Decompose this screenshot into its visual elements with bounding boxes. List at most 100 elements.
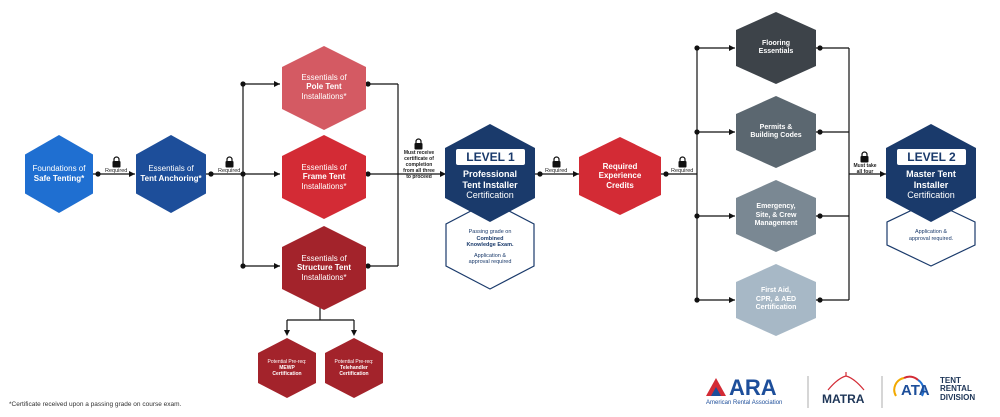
level1-badge: LEVEL 1	[456, 149, 525, 165]
experience-line2: Experience	[598, 171, 642, 181]
pole-line1: Essentials of	[301, 72, 347, 82]
lock-icon-2	[225, 156, 234, 168]
permits-label: Permits & Building Codes	[736, 117, 816, 147]
must-receive-5: to proceed	[406, 174, 432, 180]
hewp-line3: Certification	[272, 371, 302, 377]
hewp-line1: Potential Pre-req:	[267, 359, 307, 365]
must-receive-note: Must receive certificate of completion f…	[398, 150, 440, 180]
level1-note3: Knowledge Exam.	[466, 242, 514, 249]
hewp-label: Potential Pre-req: MEWP Certification	[258, 352, 316, 384]
footnote: *Certificate received upon a passing gra…	[9, 401, 182, 408]
level1-label: Professional Tent Installer Certificatio…	[446, 168, 534, 202]
hex-level2	[886, 124, 976, 222]
required-label-1: Required	[105, 168, 128, 174]
foundations-line1: Foundations of	[32, 164, 86, 174]
required-label-2: Required	[218, 168, 241, 174]
hex-permits	[736, 96, 816, 168]
permits-line1: Permits &	[759, 123, 793, 131]
hex-level1	[445, 124, 535, 222]
foundations-label: Foundations of Safe Tenting*	[25, 154, 93, 194]
level1-note5: approval required	[468, 259, 512, 266]
lock-icon-4	[552, 156, 561, 168]
level1-line3: Certification	[466, 190, 514, 201]
required-label-4: Required	[671, 168, 694, 174]
level2-badge-text: LEVEL 2	[907, 149, 956, 164]
structure-line3: Installations*	[301, 272, 347, 282]
hex-experience	[579, 137, 661, 215]
emergency-line1: Emergency,	[756, 203, 796, 211]
level1-note: Passing grade on Combined Knowledge Exam…	[454, 229, 526, 266]
pole-line2: Pole Tent	[306, 82, 342, 92]
level2-badge-bg	[897, 149, 966, 165]
must-receive-2: certificate of	[404, 156, 434, 162]
emergency-label: Emergency, Site, & Crew Management	[736, 198, 816, 234]
frame-line2: Frame Tent	[302, 172, 346, 182]
flooring-line2: Essentials	[758, 48, 794, 55]
level1-badge-bg	[456, 149, 525, 165]
anchoring-line1: Essentials of	[148, 164, 194, 174]
hex-flooring	[736, 12, 816, 84]
hex-emergency	[736, 180, 816, 252]
firstaid-label: First Aid, CPR, & AED Certification	[736, 282, 816, 318]
arrowheads	[129, 45, 886, 336]
lock-icon-6	[860, 151, 869, 163]
ata-logo-arc	[893, 375, 925, 397]
level2-line2: Installer	[913, 179, 949, 190]
ara-logo-name: ARA	[729, 375, 777, 400]
hex-hewp	[258, 338, 316, 398]
must-receive-3: completion	[405, 162, 433, 168]
ata-line1: TENT	[940, 376, 961, 385]
experience-label: Required Experience Credits	[579, 157, 661, 195]
level2-line3: Certification	[907, 190, 955, 201]
hex-level2-outline	[886, 200, 976, 267]
telehandler-line2: Telehandler	[340, 365, 368, 371]
pole-label: Essentials of Pole Tent Installations*	[282, 64, 366, 110]
matra-tent-icon	[827, 372, 865, 391]
level2-note1: Application &	[914, 229, 948, 235]
must-take-1: Must take	[853, 163, 877, 169]
hex-firstaid	[736, 264, 816, 336]
level1-note4: Application &	[473, 252, 507, 259]
experience-line3: Credits	[606, 180, 634, 190]
lock-icon-1	[112, 156, 121, 168]
ata-line3: DIVISION	[940, 392, 976, 402]
frame-label: Essentials of Frame Tent Installations*	[282, 154, 366, 200]
firstaid-line2: CPR, & AED	[755, 295, 797, 303]
hex-foundations	[25, 135, 93, 213]
level2-note2: approval required.	[908, 235, 954, 242]
telehandler-line3: Certification	[339, 371, 369, 377]
pole-line3: Installations*	[301, 91, 347, 101]
flooring-label: Flooring Essentials	[736, 33, 816, 63]
must-take-note: Must take all four	[851, 163, 879, 175]
level1-line2: Tent Installer	[462, 179, 518, 190]
hex-structure	[282, 226, 366, 310]
matra-logo-name: MATRA	[822, 392, 865, 406]
anchoring-label: Essentials of Tent Anchoring*	[136, 154, 206, 194]
lock-icon-3	[414, 138, 423, 150]
level1-line1: Professional	[462, 168, 518, 179]
frame-line3: Installations*	[301, 181, 347, 191]
frame-line1: Essentials of	[301, 162, 347, 172]
hex-telehandler	[325, 338, 383, 398]
permits-line2: Building Codes	[750, 132, 802, 139]
emergency-line2: Site, & Crew	[755, 211, 797, 219]
flooring-line1: Flooring	[762, 39, 790, 47]
hex-pole	[282, 46, 366, 130]
structure-label: Essentials of Structure Tent Installatio…	[282, 245, 366, 291]
foundations-line2: Safe Tenting*	[33, 174, 85, 183]
telehandler-label: Potential Pre-req: Telehandler Certifica…	[325, 352, 383, 384]
ata-line2: RENTAL	[940, 384, 972, 394]
experience-line1: Required	[602, 161, 638, 171]
level2-badge: LEVEL 2	[897, 149, 966, 165]
level2-note: Application & approval required.	[895, 229, 967, 242]
level1-note2: Combined	[476, 235, 504, 242]
emergency-line3: Management	[754, 220, 798, 228]
ara-logo-sub: American Rental Association	[706, 400, 783, 406]
level1-note1: Passing grade on	[468, 229, 512, 235]
firstaid-line3: Certification	[755, 304, 797, 312]
hewp-line2: MEWP	[279, 365, 295, 371]
structure-line1: Essentials of	[301, 253, 347, 263]
required-label-3: Required	[545, 168, 568, 174]
must-receive-4: from all three	[403, 168, 435, 174]
